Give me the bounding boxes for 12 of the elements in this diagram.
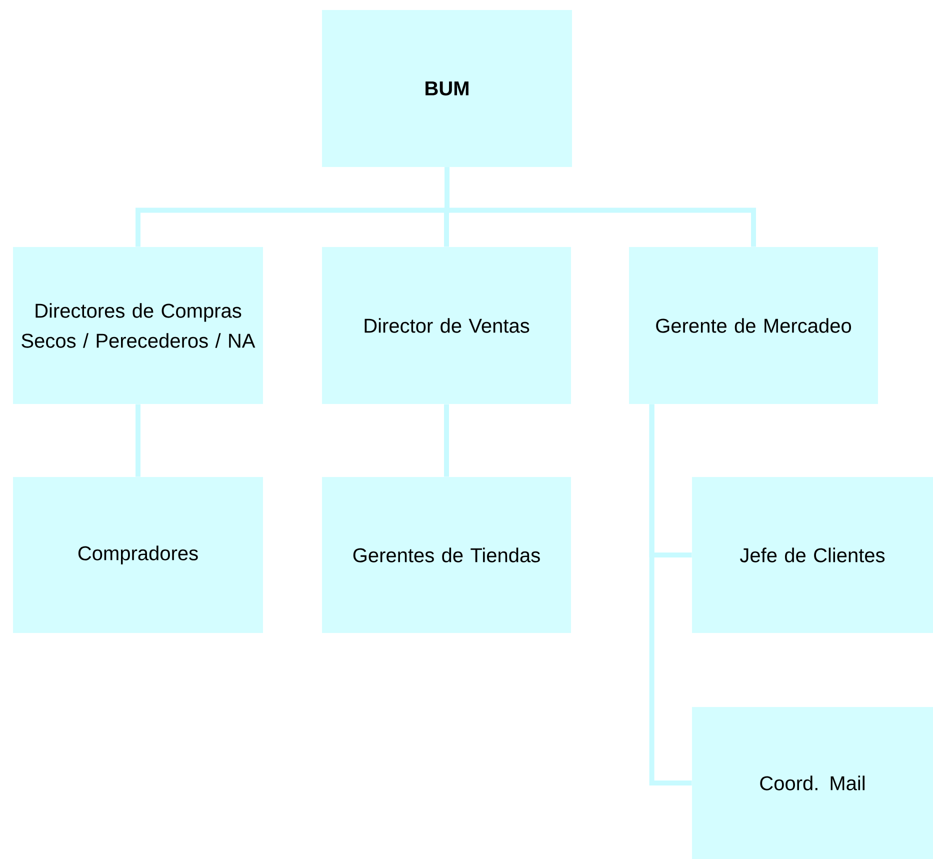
connector-line [136, 404, 140, 477]
connector-line [444, 404, 449, 477]
org-box: Gerente de Mercadeo [629, 247, 878, 404]
org-box: Director de Ventas [322, 247, 571, 404]
org-box: Jefe de Clientes [692, 477, 933, 633]
org-box: BUM [322, 10, 572, 167]
org-box: Gerentes de Tiendas [322, 477, 571, 633]
connector-line [649, 404, 692, 786]
org-box: Compradores [13, 477, 263, 633]
connector-line [444, 167, 756, 247]
org-box: Coord. Mail [692, 707, 933, 859]
org-box: Directores de Compras Secos / Perecederos / NA [13, 247, 263, 404]
